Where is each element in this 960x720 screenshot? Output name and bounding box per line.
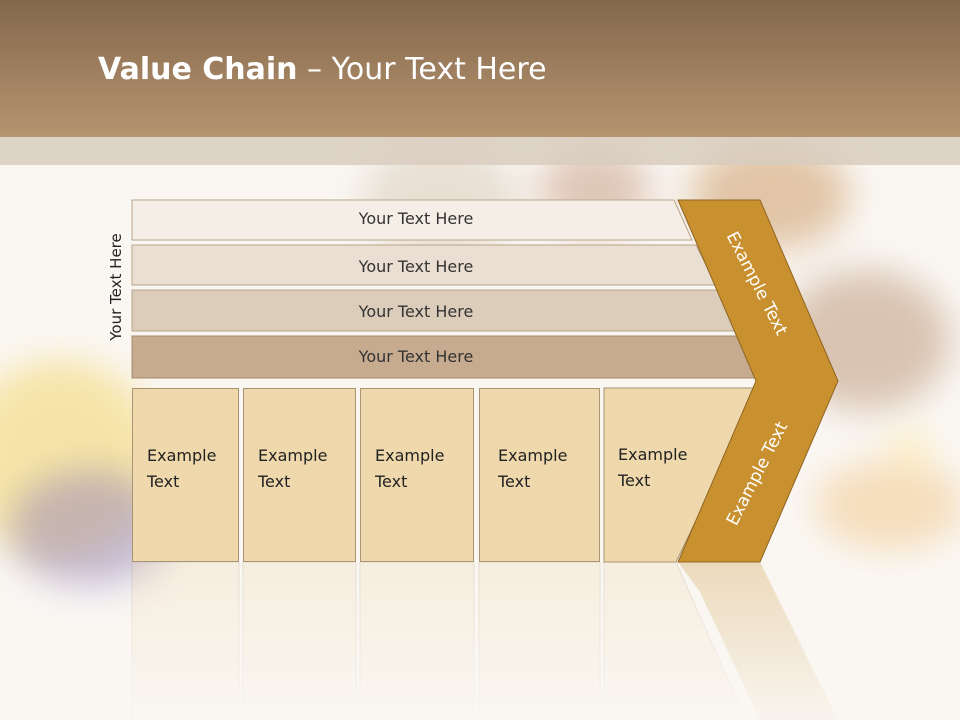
activity-box-2[interactable]: Example Text xyxy=(243,388,356,562)
row-label-2: Your Text Here xyxy=(358,257,474,276)
activity-box-text: Example Text xyxy=(375,443,444,495)
activity-box-text: Example Text xyxy=(498,443,567,495)
row-label-1: Your Text Here xyxy=(358,209,474,228)
box-line-2: Text xyxy=(618,471,651,490)
activity-box-1[interactable]: Example Text xyxy=(132,388,239,562)
box-line-2: Text xyxy=(375,472,408,491)
header-strip xyxy=(0,137,960,165)
title-bold: Value Chain xyxy=(98,52,298,87)
row-label-4: Your Text Here xyxy=(358,347,474,366)
activity-box-text: Example Text xyxy=(258,443,327,495)
row-band-1[interactable] xyxy=(131,199,693,241)
activity-box-5: Example Text xyxy=(604,388,704,562)
activity-box-text: Example Text xyxy=(147,443,216,495)
box-line-2: Text xyxy=(147,472,180,491)
box-line-1: Example xyxy=(498,446,568,465)
slide-title[interactable]: Value Chain – Your Text Here xyxy=(98,52,547,87)
box-line-1: Example xyxy=(618,445,688,464)
activity-box-4[interactable]: Example Text xyxy=(479,388,600,562)
box-line-1: Example xyxy=(147,446,217,465)
title-rest: – Your Text Here xyxy=(297,52,547,87)
row-label-3: Your Text Here xyxy=(358,302,474,321)
activity-box-text: Example Text xyxy=(618,442,687,494)
box-line-2: Text xyxy=(498,472,531,491)
reflection-fade xyxy=(0,562,960,720)
header-band xyxy=(0,0,960,137)
box-line-2: Text xyxy=(258,472,291,491)
box-line-1: Example xyxy=(375,446,445,465)
activity-box-3[interactable]: Example Text xyxy=(360,388,474,562)
box-line-1: Example xyxy=(258,446,328,465)
